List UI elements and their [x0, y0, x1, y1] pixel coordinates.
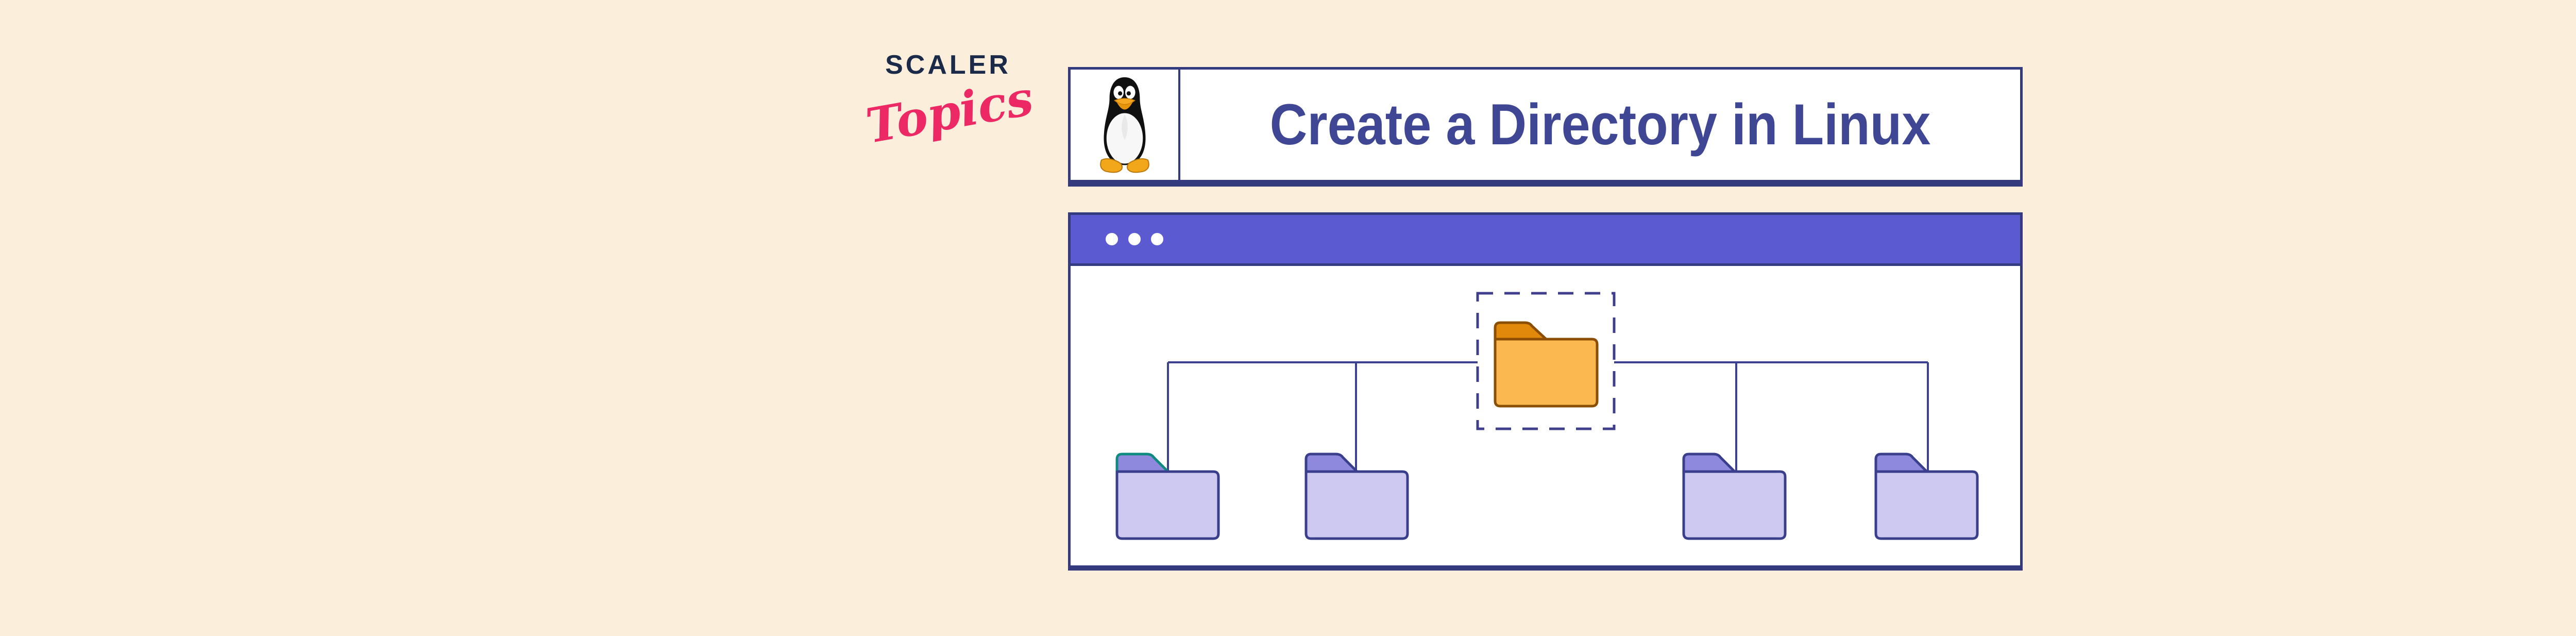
folder-tab — [1494, 321, 1548, 341]
page-title: Create a Directory in Linux — [1269, 92, 1931, 157]
folder-body — [1874, 470, 1979, 540]
folder-tab — [1304, 453, 1359, 473]
window-header — [1071, 215, 2020, 266]
window-menu-dot[interactable] — [1151, 233, 1163, 245]
child-folder-1[interactable] — [1115, 453, 1220, 540]
folder-body — [1494, 338, 1599, 408]
new-directory-folder[interactable] — [1494, 321, 1599, 408]
selection-dashed-box — [1476, 292, 1616, 430]
folder-tab — [1115, 453, 1170, 473]
child-folder-4[interactable] — [1874, 453, 1979, 540]
child-folder-3[interactable] — [1682, 453, 1787, 540]
browser-window — [1068, 212, 2023, 571]
logo-brand-text: SCALER — [885, 50, 1011, 80]
folder-body — [1115, 470, 1220, 540]
title-card: Create a Directory in Linux — [1068, 67, 2023, 187]
window-menu-dot[interactable] — [1106, 233, 1118, 245]
scaler-topics-logo: SCALER Topics — [862, 50, 1037, 170]
folder-tab — [1874, 453, 1928, 473]
window-menu-dot[interactable] — [1128, 233, 1141, 245]
folder-body — [1304, 470, 1409, 540]
directory-tree-diagram — [1115, 292, 1979, 540]
child-folder-2[interactable] — [1304, 453, 1409, 540]
ellipsis-dots-icon[interactable] — [1106, 233, 1163, 245]
window-content — [1071, 266, 2020, 565]
folder-tab — [1682, 453, 1736, 473]
tux-penguin-icon — [1099, 77, 1149, 173]
logo-sub-text: Topics — [862, 70, 1038, 154]
tux-cell — [1071, 70, 1180, 180]
folder-body — [1682, 470, 1787, 540]
